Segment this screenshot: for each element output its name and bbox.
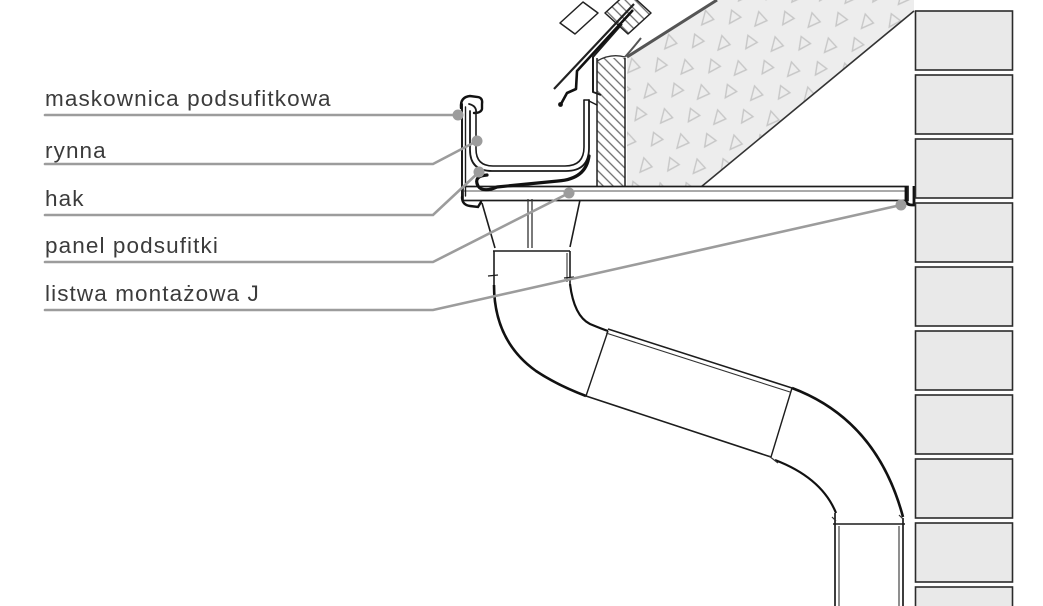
dot-maskownica bbox=[452, 109, 464, 121]
drip-edge-tip bbox=[558, 102, 563, 107]
leader-listwa bbox=[43, 203, 903, 312]
brick bbox=[914, 74, 1014, 135]
brick bbox=[914, 202, 1014, 263]
gutter-hook bbox=[475, 154, 591, 192]
roof-assembly bbox=[553, 0, 652, 107]
leader-panel bbox=[43, 191, 571, 264]
label-maskownica-podsufitkowa: maskownica podsufitkowa bbox=[45, 86, 332, 111]
downspout-vertical bbox=[831, 513, 905, 606]
label-panel-podsufitki: panel podsufitki bbox=[45, 233, 219, 258]
roof-slope-line bbox=[553, 3, 635, 90]
eaves-flashing-step bbox=[592, 23, 623, 96]
label-rynna: rynna bbox=[45, 138, 107, 163]
label-listwa-montazowa-j: listwa montażowa J bbox=[45, 281, 260, 306]
downspout-diagonal bbox=[585, 328, 793, 458]
brick bbox=[914, 330, 1014, 391]
dot-panel bbox=[563, 187, 575, 199]
downspout bbox=[481, 199, 905, 606]
brick bbox=[914, 458, 1014, 519]
leader-hak bbox=[43, 170, 481, 217]
label-hak: hak bbox=[45, 186, 85, 211]
gutter-assembly bbox=[459, 94, 598, 209]
brick bbox=[914, 586, 1014, 606]
drip-edge bbox=[559, 9, 634, 105]
brick-wall bbox=[914, 10, 1014, 606]
fascia-board-hatch bbox=[596, 37, 642, 187]
gutter-back-edge bbox=[583, 99, 598, 106]
leader-dots bbox=[452, 109, 907, 211]
brick bbox=[914, 394, 1014, 455]
fascia-cover-bottom-hook bbox=[460, 195, 483, 209]
dot-hak bbox=[473, 166, 485, 178]
roof-sheet bbox=[559, 1, 599, 35]
fascia-cover-top-bead bbox=[459, 94, 484, 115]
j-mounting-strip bbox=[904, 186, 916, 207]
dot-listwa bbox=[895, 199, 907, 211]
dot-rynna bbox=[471, 135, 483, 147]
brick bbox=[914, 138, 1014, 199]
soffit-panel bbox=[462, 185, 909, 202]
brick bbox=[914, 266, 1014, 327]
brick bbox=[914, 10, 1014, 71]
downspout-elbow-lower bbox=[768, 386, 905, 518]
downspout-elbow-upper bbox=[492, 283, 609, 398]
gutter-inner-wall bbox=[475, 99, 585, 167]
downspout-connector bbox=[487, 250, 575, 285]
downspout-funnel bbox=[481, 199, 581, 249]
gutter-outer-wall bbox=[469, 99, 590, 172]
insulation-wedge bbox=[626, 0, 915, 188]
leader-lines bbox=[43, 113, 903, 312]
brick bbox=[914, 522, 1014, 583]
leader-rynna bbox=[43, 139, 479, 166]
gutter-front-curl bbox=[468, 103, 478, 114]
